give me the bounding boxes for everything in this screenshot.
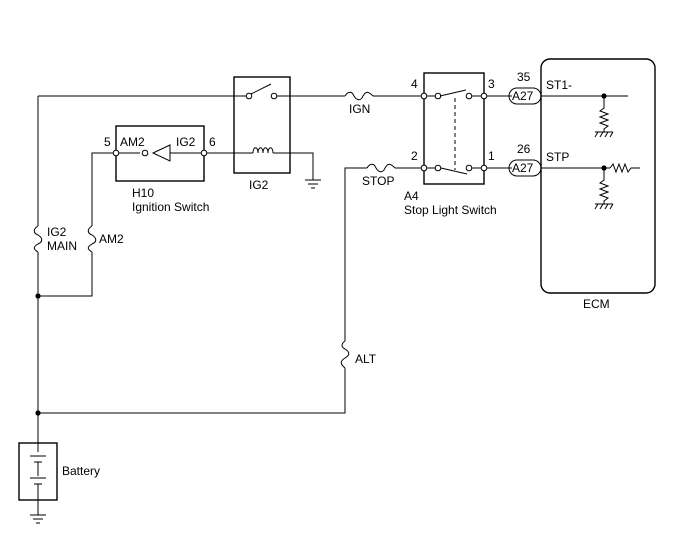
connector-a27-st1 — [508, 87, 542, 105]
contact-point — [141, 149, 149, 157]
resistor-icon — [594, 96, 614, 138]
resistor-icon — [594, 168, 614, 210]
battery: Battery — [18, 442, 100, 501]
stop-light-switch-name: Stop Light Switch — [404, 203, 497, 217]
junction-dot — [35, 293, 41, 299]
stop-light-switch-pin-1: 1 — [488, 149, 495, 163]
wiring — [37, 95, 628, 443]
connector-a27-stp — [508, 159, 542, 177]
ignition-switch-pin-ig2-label: IG2 — [176, 135, 196, 149]
stop-light-switch-connector-code: A4 — [404, 189, 419, 203]
ground-icon — [30, 500, 46, 524]
ig2-relay: IG2 — [233, 76, 291, 192]
battery-name: Battery — [62, 464, 100, 478]
ignition-switch-connector-code: H10 — [132, 186, 154, 200]
ecm: A27 35 ST1- A27 26 STP ECM — [508, 58, 656, 311]
fuse-am2-label: AM2 — [99, 232, 124, 246]
fuse-ign: IGN — [344, 91, 374, 116]
ignition-switch-name: Ignition Switch — [132, 200, 209, 214]
ecm-pin-35: 35 — [517, 70, 531, 84]
fuse-ig2-main: IG2 MAIN — [33, 225, 77, 253]
ecm-pin-26: 26 — [517, 142, 531, 156]
ecm-connector-a27-st1-label: A27 — [512, 89, 534, 103]
fuse-stop-label: STOP — [362, 174, 394, 188]
fuse-alt-label: ALT — [355, 352, 377, 366]
fuse-ign-label: IGN — [349, 102, 370, 116]
fuse-ig2-main-label-line1: IG2 — [47, 225, 67, 239]
ignition-switch-pin-am2-label: AM2 — [120, 135, 145, 149]
diode-icon — [151, 144, 171, 162]
ignition-switch-pin-6: 6 — [209, 135, 216, 149]
junction-dot — [35, 410, 41, 416]
ignition-switch: 5 AM2 IG2 6 H10 Ignition Switch — [104, 125, 216, 214]
fuse-ig2-main-label-line2: MAIN — [47, 239, 77, 253]
ignition-switch-pin-5: 5 — [104, 135, 111, 149]
ig2-relay-name: IG2 — [249, 178, 269, 192]
ecm-connector-a27-stp-label: A27 — [512, 161, 534, 175]
ecm-name: ECM — [583, 297, 610, 311]
ecm-stp-label: STP — [546, 150, 569, 164]
fuse-alt: ALT — [340, 340, 377, 369]
stop-light-switch-pin-4: 4 — [411, 77, 418, 91]
stop-light-switch-pin-2: 2 — [411, 149, 418, 163]
ecm-st1-label: ST1- — [546, 78, 572, 92]
fuse-am2: AM2 — [87, 225, 124, 253]
relay-coil-icon — [252, 147, 274, 154]
relay-contact-icon — [250, 83, 272, 95]
stop-light-switch-pin-3: 3 — [488, 77, 495, 91]
fuse-stop: STOP — [362, 163, 396, 188]
resistor-icon — [609, 162, 640, 174]
ground-icon — [305, 179, 321, 189]
stop-light-switch: 4 3 2 1 A4 Stop Light Switch — [404, 72, 497, 217]
